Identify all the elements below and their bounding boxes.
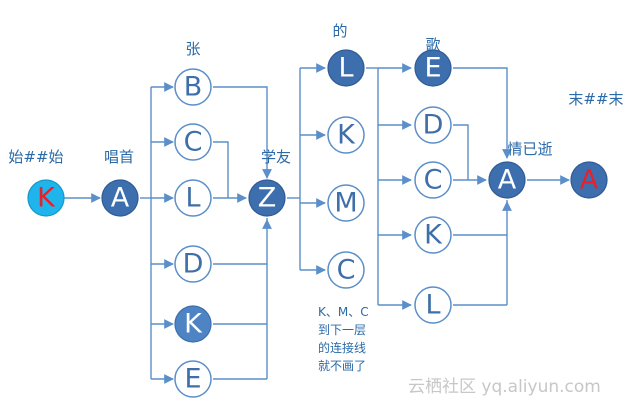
node-letter: C [184, 127, 203, 158]
label-layer: 始##始 唱首 张 学友 的 歌 情已逝 末##末 [8, 22, 623, 166]
node-letter: A [111, 183, 130, 214]
node-m-2: M [327, 184, 365, 222]
node-letter: B [184, 72, 203, 103]
node-k-3: K [414, 216, 452, 254]
node-l-3: L [414, 286, 452, 324]
node-letter: A [498, 165, 517, 196]
node-e-1: E [174, 360, 212, 398]
node-letter: A [580, 165, 599, 196]
note-block: K、M、C 到下一层 的连接线 就不画了 [318, 305, 369, 373]
node-letter: Z [258, 183, 277, 214]
label-a4: 情已逝 [507, 140, 552, 158]
node-c-2: C [327, 251, 365, 289]
label-start: 始##始 [8, 148, 63, 166]
node-letter: M [334, 188, 357, 219]
edge-e3-to-a4 [453, 67, 512, 159]
watermark: 云栖社区 yq.aliyun.com [408, 377, 601, 397]
node-letter: K [184, 309, 203, 340]
node-k-1: K [174, 305, 212, 343]
label-col-l2: 的 [332, 22, 347, 40]
edge-b-to-z [213, 86, 272, 179]
node-c-3: C [414, 161, 452, 199]
node-layer: K A B C L D K E Z L K M [27, 49, 608, 398]
edge-d3-to-a4 [453, 124, 469, 180]
node-z-1: Z [248, 179, 286, 217]
node-a-end: A [570, 161, 608, 199]
node-l-1: L [174, 179, 212, 217]
note-line: K、M、C [318, 305, 369, 319]
node-a-1: A [101, 179, 139, 217]
label-col-b: 张 [185, 40, 200, 58]
node-c-1: C [174, 123, 212, 161]
note-line: 就不画了 [318, 359, 366, 373]
node-letter: D [183, 249, 204, 280]
node-letter: E [424, 53, 441, 84]
node-letter: L [425, 290, 440, 321]
node-letter: K [337, 120, 356, 151]
node-letter: D [423, 110, 444, 141]
node-letter: K [37, 183, 56, 214]
node-l-2: L [327, 49, 365, 87]
node-d-3: D [414, 106, 452, 144]
node-letter: E [184, 364, 201, 395]
node-letter: C [337, 255, 356, 286]
label-a1: 唱首 [104, 148, 134, 166]
node-b-1: B [174, 68, 212, 106]
node-letter: K [424, 220, 443, 251]
note-line: 的连接线 [318, 340, 366, 355]
label-end: 末##末 [568, 90, 623, 108]
label-col-e3: 歌 [425, 36, 440, 54]
node-letter: L [338, 53, 353, 84]
edge-layer [64, 63, 570, 384]
node-k-2: K [327, 116, 365, 154]
node-a-4: A [488, 161, 526, 199]
node-letter: L [185, 183, 200, 214]
node-k-start: K [27, 179, 65, 217]
node-d-1: D [174, 245, 212, 283]
label-z: 学友 [261, 148, 291, 166]
node-e-3: E [414, 49, 452, 87]
note-line: 到下一层 [318, 323, 366, 337]
node-letter: C [424, 165, 443, 196]
edge-c-to-z [213, 141, 229, 198]
